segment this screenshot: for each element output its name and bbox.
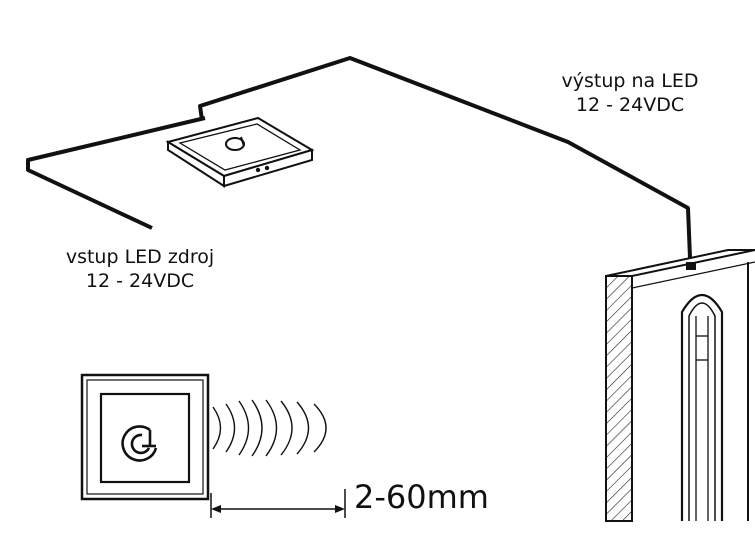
proximity-wave-icon — [212, 399, 327, 457]
input-cable — [26, 116, 206, 230]
led-strip — [680, 262, 724, 521]
output-label-line1: výstup na LED — [561, 70, 699, 92]
sensor-power-icon — [225, 136, 245, 151]
input-label-line1: vstup LED zdroj — [65, 246, 215, 268]
range-dimension-arrow — [210, 489, 346, 518]
sensor-module — [165, 116, 315, 188]
sensor-switch-front — [80, 373, 210, 501]
output-cable — [198, 56, 692, 259]
input-label-line2: 12 - 24VDC — [85, 269, 195, 292]
range-label: 2-60mm — [354, 478, 489, 516]
power-icon — [121, 425, 158, 462]
input-label: vstup LED zdroj 12 - 24VDC — [40, 246, 240, 294]
cabinet-wall — [605, 249, 755, 522]
output-label: výstup na LED 12 - 24VDC — [540, 70, 720, 118]
output-label-line2: 12 - 24VDC — [575, 93, 685, 116]
